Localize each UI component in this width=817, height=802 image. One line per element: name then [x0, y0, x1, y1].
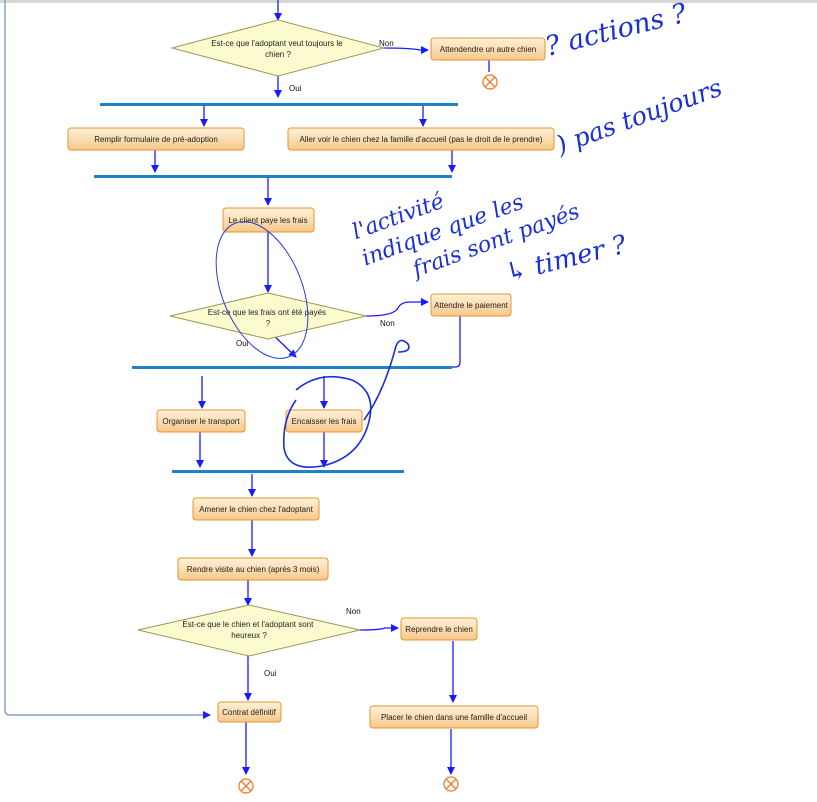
action-box [430, 293, 512, 317]
action-attendre-paiement: Attendre le paiement [430, 293, 512, 317]
note-pas-toujours: ) pas toujours [551, 73, 726, 160]
fork-bar-2 [132, 366, 452, 369]
decision-label-line2: chien ? [265, 50, 291, 59]
action-reprendre: Reprendre le chien [400, 617, 478, 641]
action-amener: Amener le chien chez l'adoptant [192, 497, 320, 521]
action-organiser: Organiser le transport [156, 409, 246, 433]
loop-back-edge [4, 0, 211, 719]
decision-heureux: Est-ce que le chien et l'adoptant sont h… [137, 604, 361, 657]
action-label: Reprendre le chien [405, 625, 473, 634]
edges [151, 0, 490, 775]
edge-non-3 [359, 624, 399, 632]
final-node-3 [443, 776, 459, 792]
final-nodes [238, 74, 498, 794]
action-box [177, 557, 329, 581]
final-node-2 [238, 778, 254, 794]
action-label: Encaisser les frais [292, 417, 357, 426]
pen-circle-encaisser [282, 375, 372, 468]
action-box [67, 127, 245, 151]
decision-diamond [169, 292, 367, 340]
action-label: Attendre le paiement [434, 301, 509, 310]
note-actions: ? actions ? [542, 0, 690, 63]
label-non-1: Non [379, 39, 394, 48]
action-box [400, 617, 478, 641]
edge-non-1 [383, 46, 429, 54]
action-box [192, 497, 320, 521]
action-box [217, 701, 282, 723]
top-edge-shadow [0, 0, 817, 3]
pen-circle-payment [215, 221, 309, 359]
decision-diamond [170, 19, 386, 77]
action-label: Amener le chien chez l'adoptant [199, 505, 313, 514]
action-aller-voir: Aller voir le chien chez la famille d'ac… [287, 127, 555, 151]
end-cross [445, 778, 457, 790]
label-non-3: Non [346, 607, 361, 616]
label-non-2: Non [380, 319, 395, 328]
action-box [430, 37, 546, 61]
decision-label: Est-ce que les frais ont été payés ? [208, 308, 329, 328]
sync-bars [94, 103, 458, 473]
pen-stroke-link [363, 339, 410, 421]
fork-bar-1 [100, 103, 458, 106]
action-box [369, 705, 539, 729]
join-bar-1 [94, 175, 452, 178]
actions: Attendendre un autre chien Remplir formu… [67, 37, 555, 729]
edge-attente-to-fork [452, 316, 461, 368]
label-oui-3: Oui [264, 669, 277, 678]
decision-label-line2: heureux ? [231, 631, 267, 640]
join-bar-2 [172, 470, 404, 473]
action-attendre-chien: Attendendre un autre chien [430, 37, 546, 61]
action-placer: Placer le chien dans une famille d'accue… [369, 705, 539, 729]
decision-label: Est-ce que l'adoptant veut toujours le c… [211, 39, 345, 59]
action-rendre-visite: Rendre visite au chien (après 3 mois) [177, 557, 329, 581]
action-contrat: Contrat définitif [217, 701, 282, 723]
label-oui-2: Oui [236, 339, 249, 348]
action-label: Placer le chien dans une famille d'accue… [381, 713, 527, 722]
decision-label-line1: Est-ce que l'adoptant veut toujours le [211, 39, 343, 48]
decision-label-line2: ? [266, 319, 271, 328]
action-label: Aller voir le chien chez la famille d'ac… [300, 135, 543, 144]
action-label: Contrat définitif [222, 708, 277, 717]
label-oui-1: Oui [289, 84, 302, 93]
end-cross [484, 76, 496, 88]
edge-non-2 [365, 298, 429, 317]
decision-label-line1: Est-ce que les frais ont été payés [208, 308, 326, 317]
action-label: Le client paye les frais [228, 216, 307, 225]
decision-diamond [137, 604, 361, 657]
action-box [156, 409, 246, 433]
action-label: Remplir formulaire de pré-adoption [94, 135, 218, 144]
decision-veut-toujours: Est-ce que l'adoptant veut toujours le c… [170, 19, 386, 77]
end-cross [240, 780, 252, 792]
final-node-1 [482, 74, 498, 90]
decision-label: Est-ce que le chien et l'adoptant sont h… [182, 620, 315, 640]
decision-label-line1: Est-ce que le chien et l'adoptant sont [182, 620, 314, 629]
action-client-paye: Le client paye les frais [222, 207, 315, 233]
action-box [287, 127, 555, 151]
action-encaisser: Encaisser les frais [285, 409, 363, 433]
decision-frais-payes: Est-ce que les frais ont été payés ? [169, 292, 367, 340]
action-label: Attendendre un autre chien [440, 45, 537, 54]
action-label: Organiser le transport [162, 417, 240, 426]
action-label: Rendre visite au chien (après 3 mois) [187, 565, 320, 574]
edge-labels: Non Oui Non Oui Non Oui [236, 39, 395, 678]
action-remplir: Remplir formulaire de pré-adoption [67, 127, 245, 151]
